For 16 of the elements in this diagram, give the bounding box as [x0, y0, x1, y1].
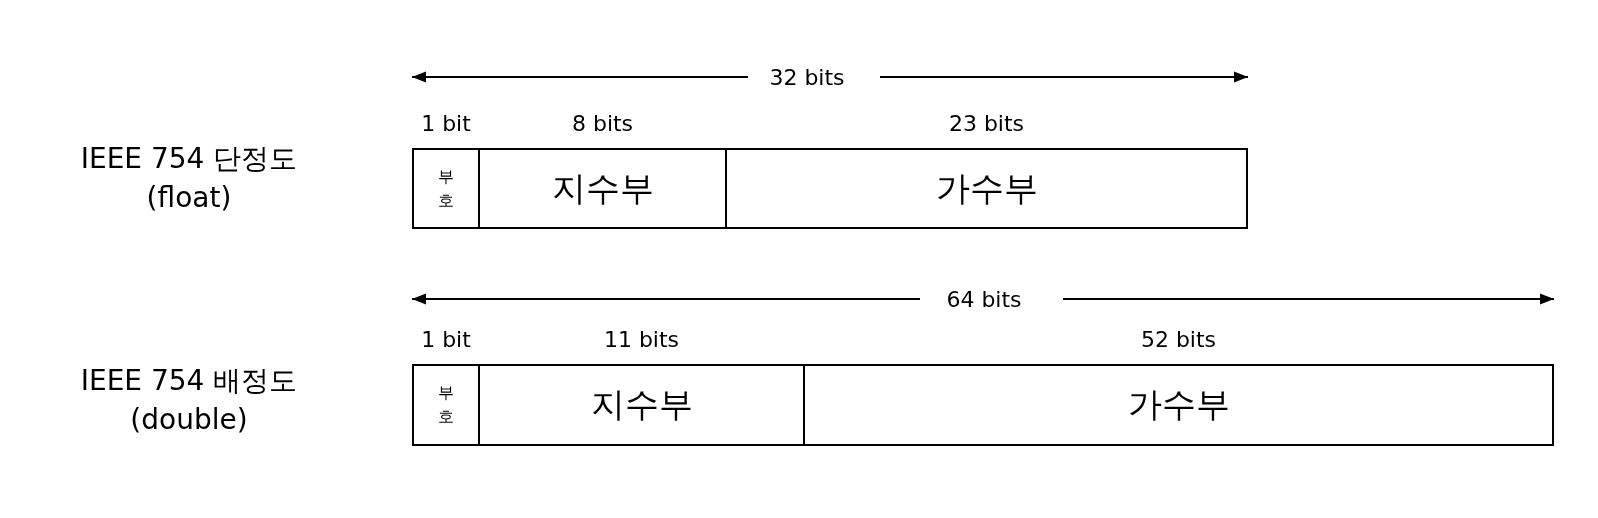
dimension-label: 64 bits: [946, 286, 1022, 312]
bit-count-label: 23 bits: [948, 110, 1025, 136]
bit-count-label: 8 bits: [571, 110, 634, 136]
exponent-cell: 지수부: [478, 364, 805, 446]
exponent-cell: 지수부: [478, 148, 727, 229]
bit-count-label: 1 bit: [421, 326, 471, 352]
sign-cell: 부호: [412, 364, 480, 446]
mantissa-cell: 가수부: [803, 364, 1554, 446]
format-label: IEEE 754 배정도 (double): [79, 362, 299, 438]
bit-count-label: 11 bits: [603, 326, 680, 352]
format-label: IEEE 754 단정도 (float): [79, 140, 299, 216]
bit-count-label: 1 bit: [421, 110, 471, 136]
sign-cell: 부호: [412, 148, 480, 229]
mantissa-cell: 가수부: [725, 148, 1248, 229]
dimension-label: 32 bits: [769, 64, 845, 90]
bit-count-label: 52 bits: [1140, 326, 1217, 352]
